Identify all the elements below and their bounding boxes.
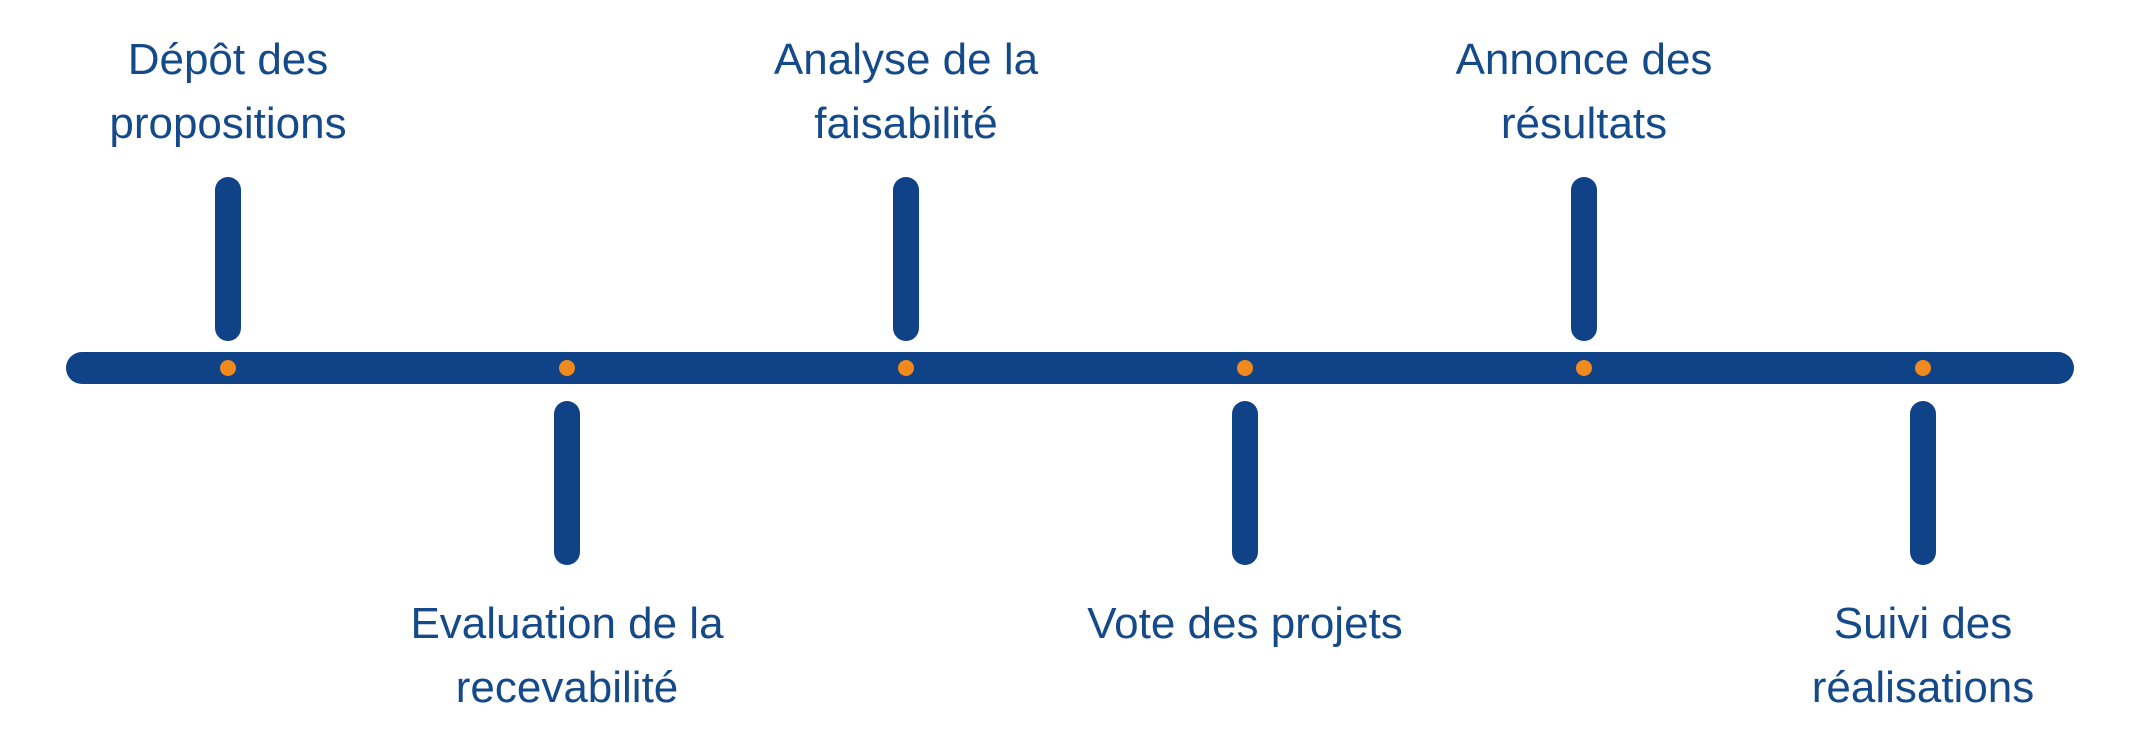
step-label-line: Evaluation de la: [410, 599, 724, 648]
step-marker-3: [898, 360, 914, 376]
step-label-line: faisabilité: [814, 99, 998, 148]
step-label-line: réalisations: [1811, 663, 2035, 712]
step-label-line: résultats: [1500, 99, 1668, 148]
step-label-line: Suivi des: [1833, 599, 2013, 648]
step-label-5: Annonce des résultats: [1394, 28, 1774, 156]
step-label-line: Dépôt des: [127, 35, 329, 84]
step-label-line: Analyse de la: [773, 35, 1039, 84]
step-marker-2: [559, 360, 575, 376]
step-label-3: Analyse de la faisabilité: [716, 28, 1096, 156]
step-marker-1: [220, 360, 236, 376]
step-label-line: Vote des projets: [1087, 599, 1403, 648]
step-marker-6: [1915, 360, 1931, 376]
step-label-1: Dépôt des propositions: [38, 28, 418, 156]
step-label-line: propositions: [109, 99, 347, 148]
step-label-6: Suivi des réalisations: [1733, 592, 2113, 720]
step-label-2: Evaluation de la recevabilité: [377, 592, 757, 720]
step-label-4: Vote des projets: [1055, 592, 1435, 656]
step-label-line: recevabilité: [455, 663, 679, 712]
step-marker-5: [1576, 360, 1592, 376]
step-marker-4: [1237, 360, 1253, 376]
step-label-line: Annonce des: [1455, 35, 1713, 84]
